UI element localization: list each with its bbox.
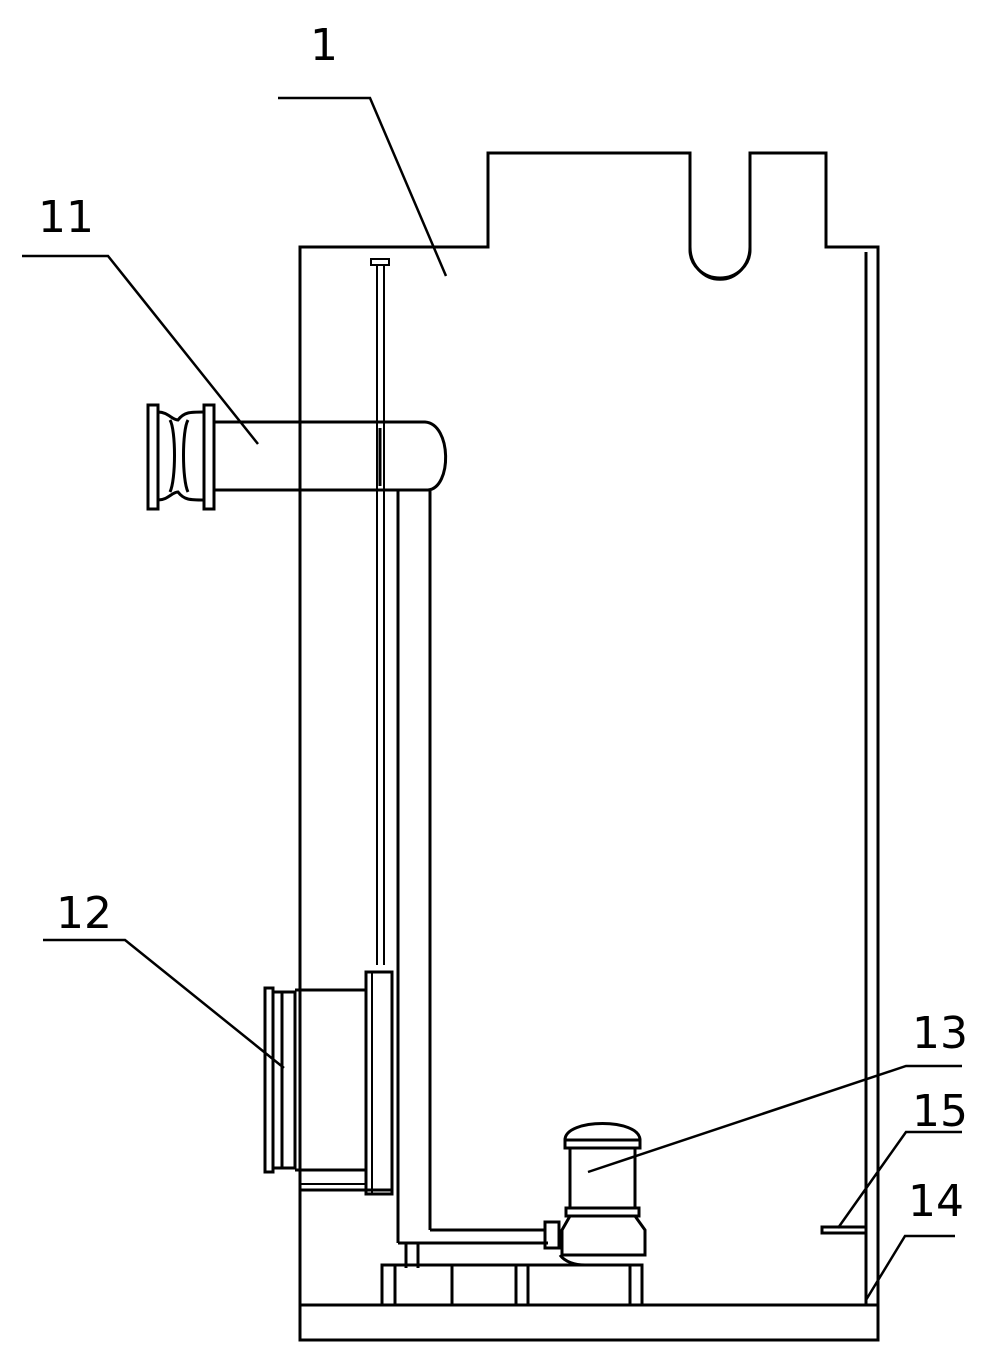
inlet-opening <box>263 970 394 1196</box>
label-13: 13 <box>912 1008 968 1059</box>
label-1: 1 <box>310 20 338 71</box>
label-14: 14 <box>908 1176 964 1227</box>
guide-rod <box>370 258 390 965</box>
label-11: 11 <box>38 192 94 243</box>
level-sensor <box>820 1225 868 1235</box>
pump <box>543 1122 647 1267</box>
riser-pipe <box>396 490 548 1268</box>
label-15: 15 <box>912 1086 968 1137</box>
outlet-pipe <box>146 403 448 511</box>
callout-labels: 1 11 12 13 15 14 <box>38 20 968 1227</box>
leader-lines <box>22 96 962 1301</box>
tank-body <box>298 151 880 1342</box>
label-12: 12 <box>56 888 112 939</box>
pump-base <box>380 1263 644 1307</box>
